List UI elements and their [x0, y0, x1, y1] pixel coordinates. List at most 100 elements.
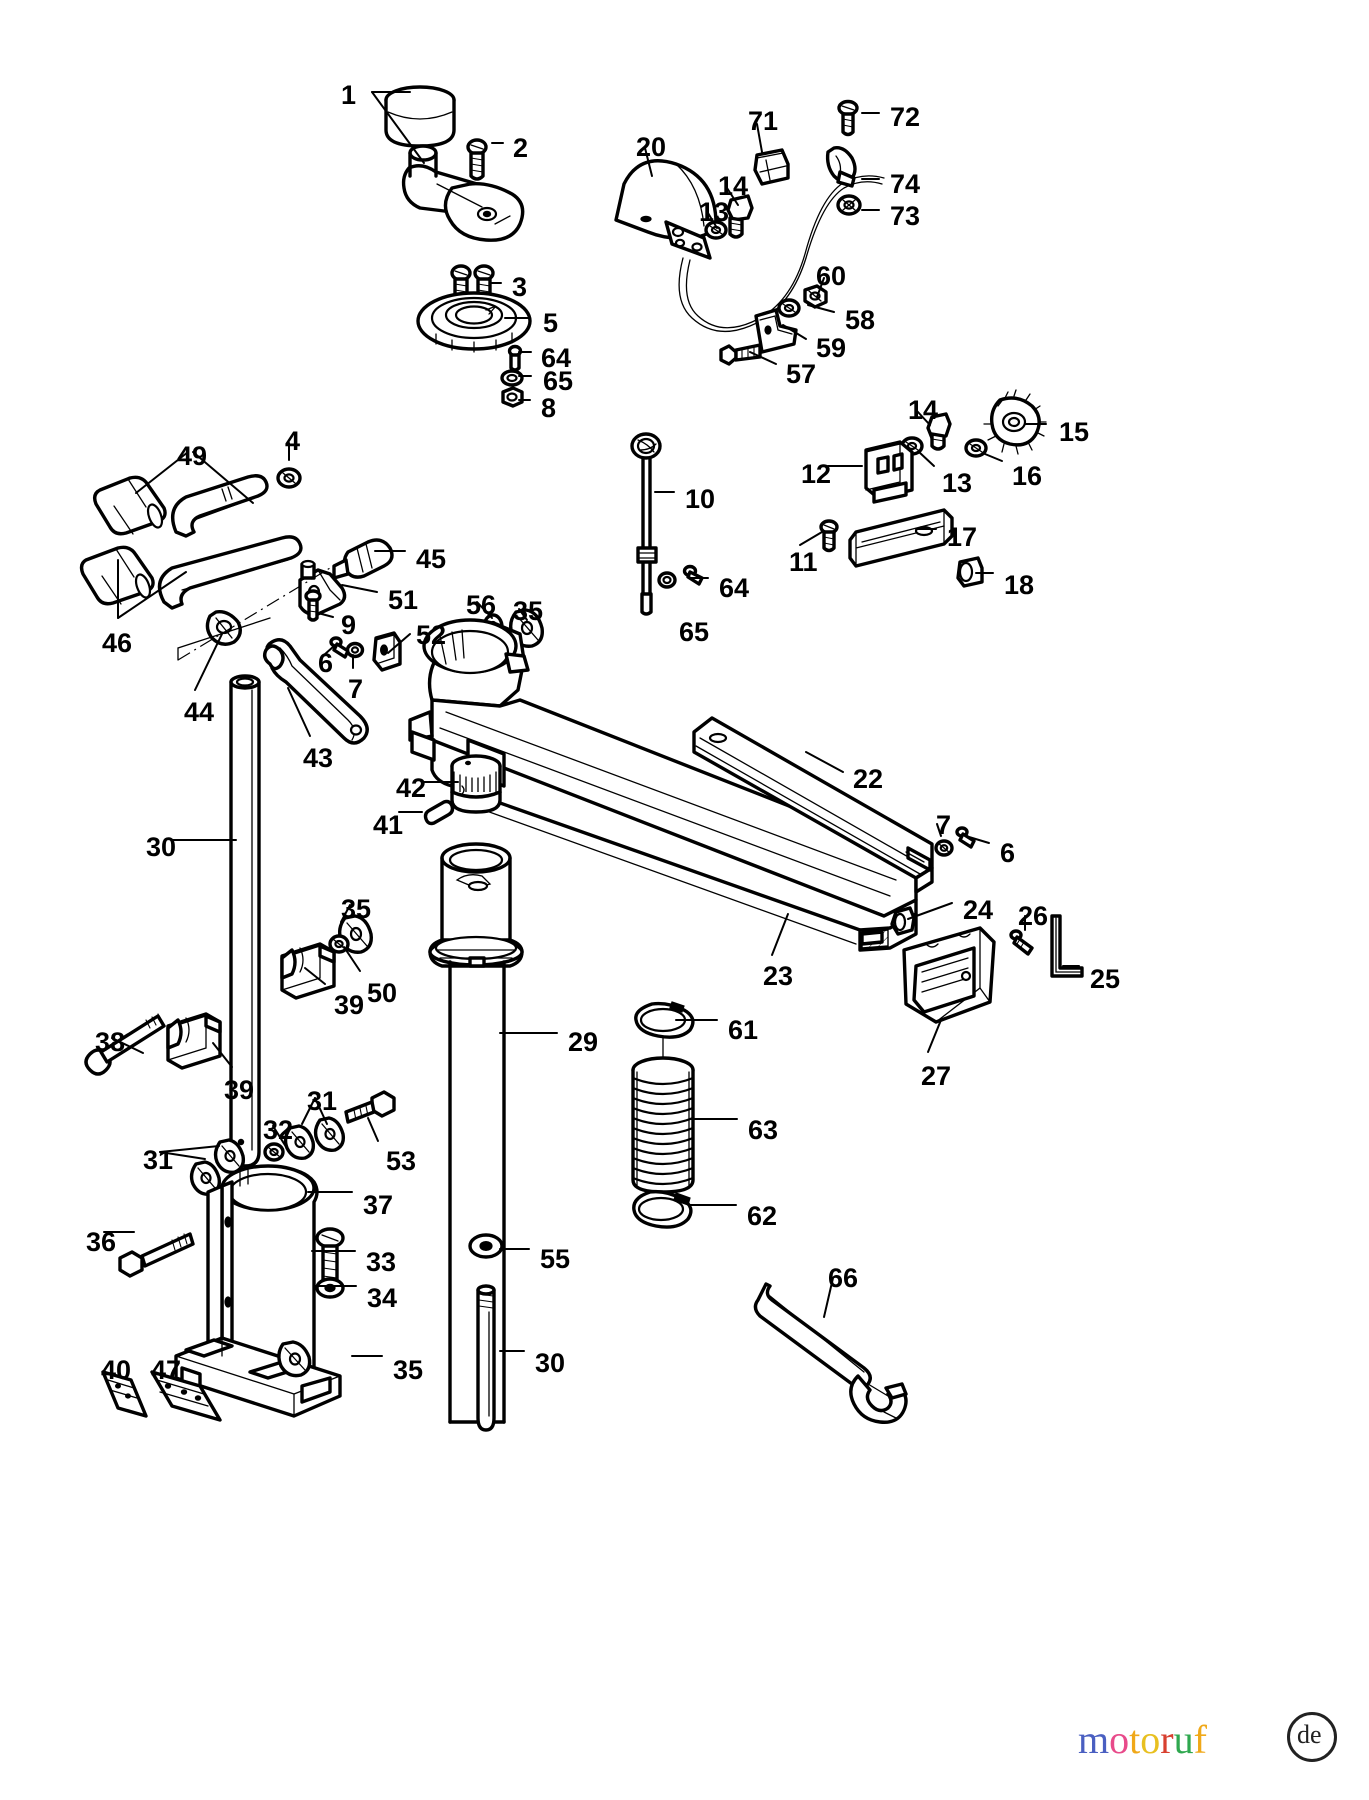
callout-39-clamp-shoe: 39 [224, 1075, 255, 1105]
leader-line [367, 1117, 379, 1142]
part-74-nut [825, 146, 857, 188]
callout-14-shoulder-bolt: 14 [718, 171, 749, 201]
callout-55-washer: 55 [540, 1244, 571, 1274]
callout-8-nut: 8 [541, 393, 557, 423]
leader-line [823, 1277, 834, 1318]
watermark-letter: o [1109, 1717, 1130, 1762]
leader-line [387, 633, 411, 654]
part-59-cord-clip [754, 308, 798, 354]
callout-38-carriage-bolt: 38 [95, 1027, 126, 1057]
part-47-mounting-plate [150, 1370, 222, 1422]
callout-36-hex-bolt: 36 [86, 1227, 117, 1257]
part-1-cap-and-arm [384, 85, 525, 242]
part-38-carriage-bolt [84, 1013, 166, 1076]
callout-31-lock-nut: 31 [143, 1145, 174, 1175]
watermark-letter: m [1078, 1717, 1110, 1762]
callout-26-screw: 26 [1018, 901, 1049, 931]
callout-53-hex-bolt: 53 [386, 1146, 417, 1176]
part-6-screw-right [955, 826, 976, 849]
callout-41-roll-pin: 41 [373, 810, 404, 840]
leader-line [194, 633, 223, 691]
part-53-hex-bolt [344, 1090, 396, 1124]
leader-line [782, 324, 807, 340]
callout-34-washer: 34 [367, 1283, 398, 1313]
part-32-washer [263, 1142, 285, 1162]
leader-line [805, 751, 844, 773]
leader-line [343, 946, 361, 972]
leader-line [644, 147, 653, 177]
callout-57-screw: 57 [786, 359, 817, 389]
callout-7-washer: 7 [936, 810, 952, 840]
leader-line [341, 584, 378, 593]
callout-31-lock-nut: 31 [307, 1086, 338, 1116]
callout-65-lock-washer: 65 [679, 617, 710, 647]
part-43-latch-lever [262, 638, 369, 745]
callout-73-washer: 73 [890, 201, 921, 231]
callout-64-set-screw: 64 [541, 343, 572, 373]
part-49-handle-grip [92, 475, 167, 536]
callout-20-cord-guard-bracket: 20 [636, 132, 667, 162]
leader-line [317, 612, 334, 618]
callout-64-set-screw: 64 [719, 573, 750, 603]
callout-35-lock-nut: 35 [393, 1355, 424, 1385]
callout-61-retaining-ring: 61 [728, 1015, 759, 1045]
callout-25-hex-key: 25 [1090, 964, 1121, 994]
callout-27-arm-end-cover: 27 [921, 1061, 952, 1091]
part-24-bushing-cap [890, 906, 916, 936]
part-29-column-support-tube [428, 842, 524, 1424]
part-31-lock-nut-b [313, 1116, 346, 1152]
leader-line [371, 91, 425, 164]
part-7-washer-right [934, 839, 954, 857]
assembly-centerline [177, 561, 341, 661]
leader-line [314, 1097, 328, 1125]
part-2-screw [466, 138, 488, 181]
callout-14-knob-stud: 14 [908, 395, 939, 425]
part-26-screw [1009, 929, 1034, 956]
leader-line [159, 1145, 220, 1153]
callout-1-motor-end-cap-arm: 1 [341, 80, 357, 110]
part-4-washer [276, 467, 302, 489]
part-11-screw [819, 519, 839, 553]
callout-22-arm-track-rail: 22 [853, 764, 884, 794]
part-30-elevation-shaft [476, 1284, 496, 1432]
part-14-shoulder-bolt-upper [726, 194, 754, 239]
watermark-letter: u [1173, 1717, 1194, 1762]
leader-line [936, 823, 942, 837]
part-45-pivot-pin [332, 538, 394, 580]
callout-66-open-end-wrench: 66 [828, 1263, 859, 1293]
callout-63-coil-spring: 63 [748, 1115, 779, 1145]
leader-line [135, 451, 189, 494]
leader-line [807, 304, 835, 313]
part-6-screw-left [329, 636, 350, 659]
part-15-adjusting-knob [983, 389, 1047, 455]
callout-15-adjusting-knob: 15 [1059, 417, 1090, 447]
part-40-mounting-plate [101, 1370, 148, 1418]
callout-7-washer: 7 [348, 674, 364, 704]
callout-6-screw: 6 [318, 648, 334, 678]
leader-line [799, 531, 823, 546]
callout-52-clip: 52 [416, 620, 447, 650]
part-22-arm-track-rail [692, 716, 934, 894]
part-25-hex-key [1050, 914, 1084, 978]
part-9-screw [304, 589, 322, 622]
leader-line [287, 687, 311, 737]
leader-line [907, 902, 953, 920]
callout-3-screw-pair: 3 [512, 272, 528, 302]
part-10-tie-rod [630, 432, 662, 616]
leader-line [301, 1097, 316, 1125]
callout-35-lock-nut: 35 [341, 894, 372, 924]
leader-line [117, 571, 187, 619]
callout-42-knurled-nut: 42 [396, 773, 427, 803]
callout-18-bushing: 18 [1004, 570, 1035, 600]
leader-line [192, 451, 254, 504]
part-62-retaining-ring [632, 1189, 693, 1229]
watermark-letter: f [1193, 1717, 1207, 1762]
part-39-clamp-shoe-left [166, 1012, 222, 1070]
leader-line [159, 1151, 206, 1160]
callout-23-radial-arm: 23 [763, 961, 794, 991]
watermark-letter: o [1140, 1717, 1161, 1762]
callout-5-bearing-collar: 5 [543, 308, 559, 338]
callout-45-pivot-pin: 45 [416, 544, 447, 574]
